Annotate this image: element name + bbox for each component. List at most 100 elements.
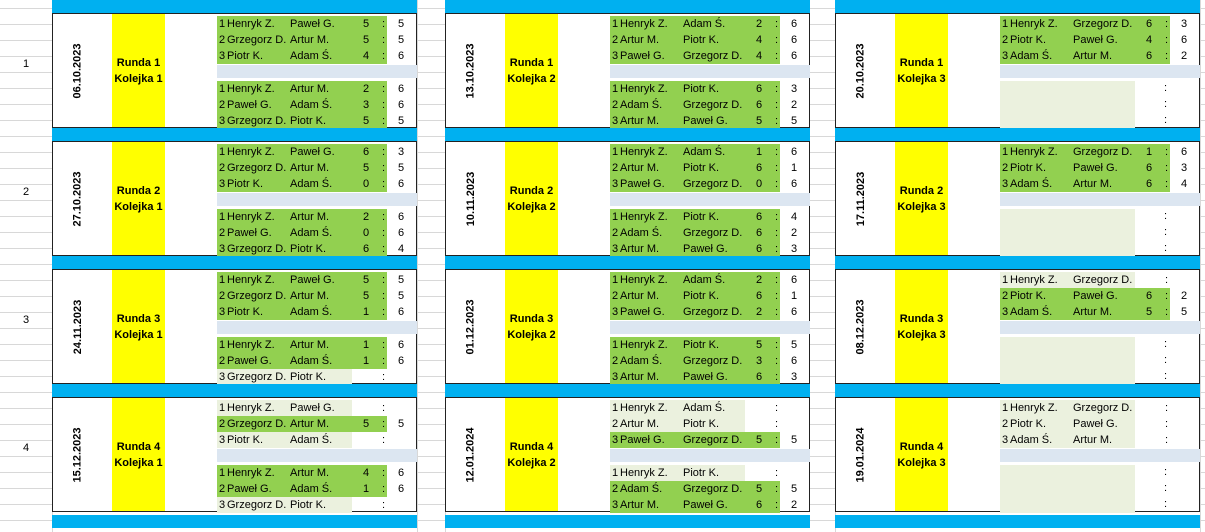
home-score[interactable]: 6	[756, 99, 763, 111]
away-score[interactable]: 6	[398, 227, 405, 239]
home-score[interactable]: 6	[756, 211, 763, 223]
home-score[interactable]: 1	[363, 355, 370, 367]
home-score[interactable]: 6	[756, 371, 763, 383]
home-score[interactable]: 6	[1146, 50, 1153, 62]
home-score[interactable]: 5	[363, 274, 370, 286]
home-score[interactable]: 6	[756, 83, 763, 95]
home-score[interactable]: 2	[756, 306, 763, 318]
away-score[interactable]: 6	[398, 50, 405, 62]
away-score[interactable]: 6	[1181, 146, 1188, 158]
away-score[interactable]: 6	[791, 18, 798, 30]
home-score[interactable]: 6	[363, 243, 370, 255]
home-score[interactable]: 1	[363, 483, 370, 495]
home-score[interactable]: 6	[756, 227, 763, 239]
home-score[interactable]: 2	[363, 211, 370, 223]
home-score[interactable]: 6	[1146, 162, 1153, 174]
away-score[interactable]: 5	[398, 290, 405, 302]
away-score[interactable]: 6	[791, 50, 798, 62]
match-number: 1	[1002, 18, 1009, 30]
home-score[interactable]: 4	[756, 34, 763, 46]
away-score[interactable]: 6	[791, 146, 798, 158]
away-score[interactable]: 4	[791, 211, 798, 223]
home-player: Henryk Z.	[227, 274, 275, 286]
home-score[interactable]: 5	[363, 18, 370, 30]
home-score[interactable]: 2	[756, 18, 763, 30]
away-score[interactable]: 6	[398, 211, 405, 223]
away-score[interactable]: 3	[398, 146, 405, 158]
away-score[interactable]: 5	[398, 418, 405, 430]
home-score[interactable]: 6	[1146, 290, 1153, 302]
home-score[interactable]: 2	[363, 83, 370, 95]
away-score[interactable]: 5	[791, 483, 798, 495]
away-score[interactable]: 6	[398, 306, 405, 318]
home-score[interactable]: 4	[756, 50, 763, 62]
away-score[interactable]: 3	[1181, 162, 1188, 174]
home-score[interactable]: 1	[363, 306, 370, 318]
away-score[interactable]: 3	[791, 371, 798, 383]
away-score[interactable]: 6	[398, 178, 405, 190]
home-score[interactable]: 5	[363, 418, 370, 430]
home-score[interactable]: 5	[363, 290, 370, 302]
home-score[interactable]: 1	[1146, 146, 1153, 158]
home-score[interactable]: 5	[756, 483, 763, 495]
away-score[interactable]: 6	[398, 483, 405, 495]
home-score[interactable]: 1	[756, 146, 763, 158]
away-score[interactable]: 3	[791, 243, 798, 255]
home-score[interactable]: 5	[363, 115, 370, 127]
away-score[interactable]: 5	[398, 18, 405, 30]
home-score[interactable]: 5	[363, 162, 370, 174]
away-score[interactable]: 2	[1181, 50, 1188, 62]
home-score[interactable]: 5	[756, 434, 763, 446]
away-score[interactable]: 2	[791, 227, 798, 239]
away-score[interactable]: 3	[791, 83, 798, 95]
away-score[interactable]: 6	[398, 99, 405, 111]
away-score[interactable]: 6	[398, 467, 405, 479]
away-score[interactable]: 2	[1181, 290, 1188, 302]
home-score[interactable]: 0	[363, 178, 370, 190]
away-score[interactable]: 6	[791, 178, 798, 190]
home-score[interactable]: 6	[363, 146, 370, 158]
away-score[interactable]: 5	[791, 115, 798, 127]
away-score[interactable]: 6	[791, 306, 798, 318]
away-score[interactable]: 6	[1181, 34, 1188, 46]
home-score[interactable]: 6	[1146, 178, 1153, 190]
home-score[interactable]: 0	[363, 227, 370, 239]
home-score[interactable]: 6	[756, 162, 763, 174]
away-score[interactable]: 6	[398, 355, 405, 367]
away-score[interactable]: 1	[791, 162, 798, 174]
away-score[interactable]: 6	[791, 34, 798, 46]
home-score[interactable]: 5	[363, 34, 370, 46]
away-score[interactable]: 2	[791, 499, 798, 511]
away-score[interactable]: 5	[398, 274, 405, 286]
home-score[interactable]: 4	[363, 467, 370, 479]
away-score[interactable]: 5	[398, 162, 405, 174]
away-score[interactable]: 1	[791, 290, 798, 302]
home-score[interactable]: 1	[363, 339, 370, 351]
home-score[interactable]: 5	[756, 339, 763, 351]
home-score[interactable]: 5	[756, 115, 763, 127]
away-score[interactable]: 5	[398, 34, 405, 46]
away-score[interactable]: 5	[791, 339, 798, 351]
away-score[interactable]: 5	[791, 434, 798, 446]
home-score[interactable]: 0	[756, 178, 763, 190]
away-score[interactable]: 2	[791, 99, 798, 111]
away-score[interactable]: 5	[1181, 306, 1188, 318]
home-score[interactable]: 4	[363, 50, 370, 62]
home-score[interactable]: 5	[1146, 306, 1153, 318]
away-score[interactable]: 3	[1181, 18, 1188, 30]
away-score[interactable]: 4	[398, 243, 405, 255]
away-score[interactable]: 6	[791, 355, 798, 367]
home-score[interactable]: 6	[1146, 18, 1153, 30]
home-score[interactable]: 6	[756, 243, 763, 255]
away-score[interactable]: 6	[398, 339, 405, 351]
away-score[interactable]: 4	[1181, 178, 1188, 190]
away-score[interactable]: 5	[398, 115, 405, 127]
home-score[interactable]: 6	[756, 290, 763, 302]
home-score[interactable]: 4	[1146, 34, 1153, 46]
home-score[interactable]: 3	[363, 99, 370, 111]
home-score[interactable]: 6	[756, 499, 763, 511]
away-score[interactable]: 6	[791, 274, 798, 286]
home-score[interactable]: 3	[756, 355, 763, 367]
away-score[interactable]: 6	[398, 83, 405, 95]
home-score[interactable]: 2	[756, 274, 763, 286]
